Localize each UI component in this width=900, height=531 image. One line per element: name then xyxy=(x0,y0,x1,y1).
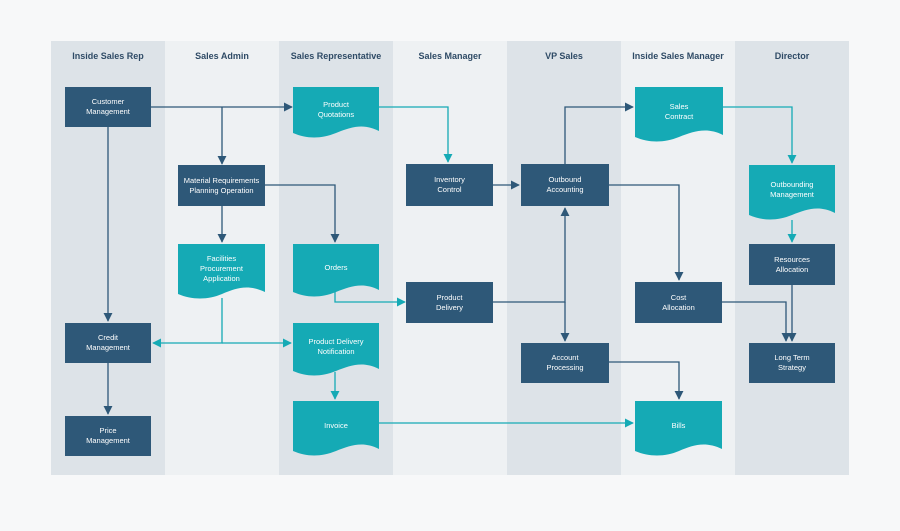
edge-quotations-to-inventory xyxy=(378,106,453,163)
node-label: Material Requirements Planning Operation xyxy=(183,175,260,195)
node-label: Cost Allocation xyxy=(662,292,695,312)
lane-title: Sales Manager xyxy=(418,51,482,61)
node-label: Price Management xyxy=(86,426,130,445)
lane-title: Sales Admin xyxy=(195,51,249,61)
node-label: Product Delivery xyxy=(435,292,464,312)
lane-title: Inside Sales Rep xyxy=(72,51,144,61)
lane-vp-sales: VP Sales xyxy=(507,41,621,475)
edge-cost-to-strategy xyxy=(722,301,791,342)
lane-title: Inside Sales Manager xyxy=(632,51,724,61)
node-label: Outbounding Management xyxy=(770,180,814,199)
node-label: Sales Contract xyxy=(664,102,694,121)
node-label: Resources Allocation xyxy=(774,254,810,274)
lane-title: Director xyxy=(774,51,810,61)
credit-management-node[interactable]: Credit Management xyxy=(65,323,151,363)
node-label: Customer Management xyxy=(86,97,130,116)
facilities-procurement-node[interactable]: Facilities Procurement Application xyxy=(178,244,265,300)
invoice-node[interactable]: Invoice xyxy=(293,401,379,457)
edge-outbound-to-cost xyxy=(609,184,684,281)
edge-material-to-orders xyxy=(265,184,340,243)
document-shape xyxy=(635,401,722,456)
edge-orders-to-product-delivery xyxy=(334,292,406,307)
resources-allocation-node[interactable]: Resources Allocation xyxy=(749,244,835,285)
node-label: Bills xyxy=(671,421,686,430)
edge-product-delivery-to-outbound xyxy=(493,207,570,303)
node-label: Long Term Strategy xyxy=(774,353,810,372)
lane-title: VP Sales xyxy=(545,51,583,61)
node-label: Invoice xyxy=(324,421,348,430)
product-delivery-notification-node[interactable]: Product Delivery Notification xyxy=(293,323,379,377)
lane-sales-manager: Sales Manager xyxy=(393,41,507,475)
material-requirements-node[interactable]: Material Requirements Planning Operation xyxy=(178,165,265,206)
edge-facilities-to-credit xyxy=(152,298,223,348)
long-term-strategy-node[interactable]: Long Term Strategy xyxy=(749,343,835,383)
orders-node[interactable]: Orders xyxy=(293,244,379,298)
product-delivery-node[interactable]: Product Delivery xyxy=(406,282,493,323)
node-label: Inventory Control xyxy=(434,175,465,194)
product-quotations-node[interactable]: Product Quotations xyxy=(293,87,379,139)
inventory-control-node[interactable]: Inventory Control xyxy=(406,164,493,206)
document-shape xyxy=(293,401,379,456)
outbounding-management-node[interactable]: Outbounding Management xyxy=(749,165,835,221)
node-label: Orders xyxy=(324,263,348,272)
edge-outbound-to-sales-contract xyxy=(564,102,634,164)
account-processing-node[interactable]: Account Processing xyxy=(521,343,609,383)
edge-account-to-bills xyxy=(609,361,684,400)
node-label: Product Quotations xyxy=(317,100,355,119)
document-shape xyxy=(293,87,379,138)
sales-contract-node[interactable]: Sales Contract xyxy=(635,87,723,143)
node-label: Account Processing xyxy=(546,353,584,372)
customer-management-node[interactable]: Customer Management xyxy=(65,87,151,127)
bills-node[interactable]: Bills xyxy=(635,401,722,457)
edge-contract-to-outbounding xyxy=(723,106,797,164)
node-label: Credit Management xyxy=(86,333,130,352)
node-label: Product Delivery Notification xyxy=(308,337,364,356)
document-shape xyxy=(293,323,379,376)
cost-allocation-node[interactable]: Cost Allocation xyxy=(635,282,722,323)
price-management-node[interactable]: Price Management xyxy=(65,416,151,456)
document-shape xyxy=(293,244,379,297)
document-shape xyxy=(749,165,835,220)
node-label: Outbound Accounting xyxy=(546,175,584,194)
lane-title: Sales Representative xyxy=(290,51,382,61)
document-shape xyxy=(178,244,265,299)
node-label: Facilities Procurement Application xyxy=(200,254,243,283)
document-shape xyxy=(635,87,723,142)
outbound-accounting-node[interactable]: Outbound Accounting xyxy=(521,164,609,206)
